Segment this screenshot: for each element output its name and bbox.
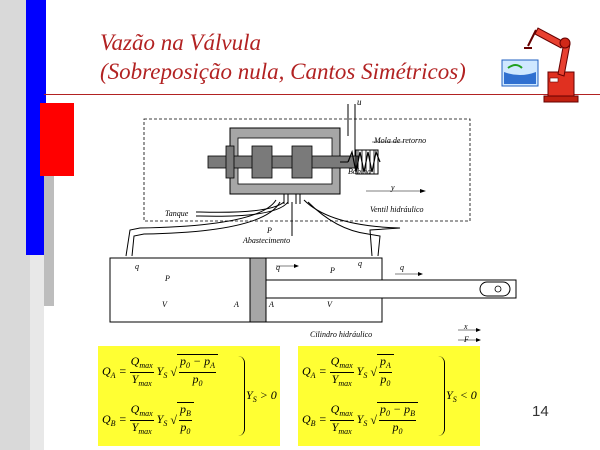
label-u: u [357,97,362,107]
label-abastecimento: Abastecimento [243,236,291,245]
label-bobina: Bobina [348,167,372,176]
label-tanque: Tanque [165,209,189,218]
label-pa: P [165,274,170,283]
slide-title-line1: Vazão na Válvula [100,30,261,55]
label-ventil: Ventil hidráulico [370,205,424,214]
label-x: x [464,322,468,331]
left-bar-gray-mid [44,176,54,306]
page-number: 14 [532,403,549,420]
servo-valve-cylinder-diagram [109,104,517,342]
label-mola: Mola de retorno [374,136,427,145]
industrial-robot-icon [501,27,579,103]
equation-box-negative [298,346,480,446]
condition-right: YS < 0 [446,388,477,404]
label-qa: q [135,262,139,271]
label-aa: A [234,300,239,309]
label-ab: A [269,300,274,309]
label-pb: P [330,266,335,275]
label-qc: q [276,263,280,272]
left-bar-red [40,103,74,176]
label-qb: q [358,259,362,268]
label-y: y [391,183,395,192]
brace-left [238,356,245,436]
slide-title-line2: (Sobreposição nula, Cantos Simétricos) [100,59,466,84]
label-vb: V [327,300,332,309]
brace-right [438,356,445,436]
label-ps: P [267,226,272,235]
left-bar-blue [26,0,46,255]
label-qb2: q [400,263,404,272]
equation-box-positive [98,346,280,446]
label-cilindro: Cilindro hidráulico [310,330,373,339]
label-va: V [162,300,167,309]
title-rule [44,94,600,95]
label-f: F [464,335,469,344]
condition-left: YS > 0 [246,388,277,404]
